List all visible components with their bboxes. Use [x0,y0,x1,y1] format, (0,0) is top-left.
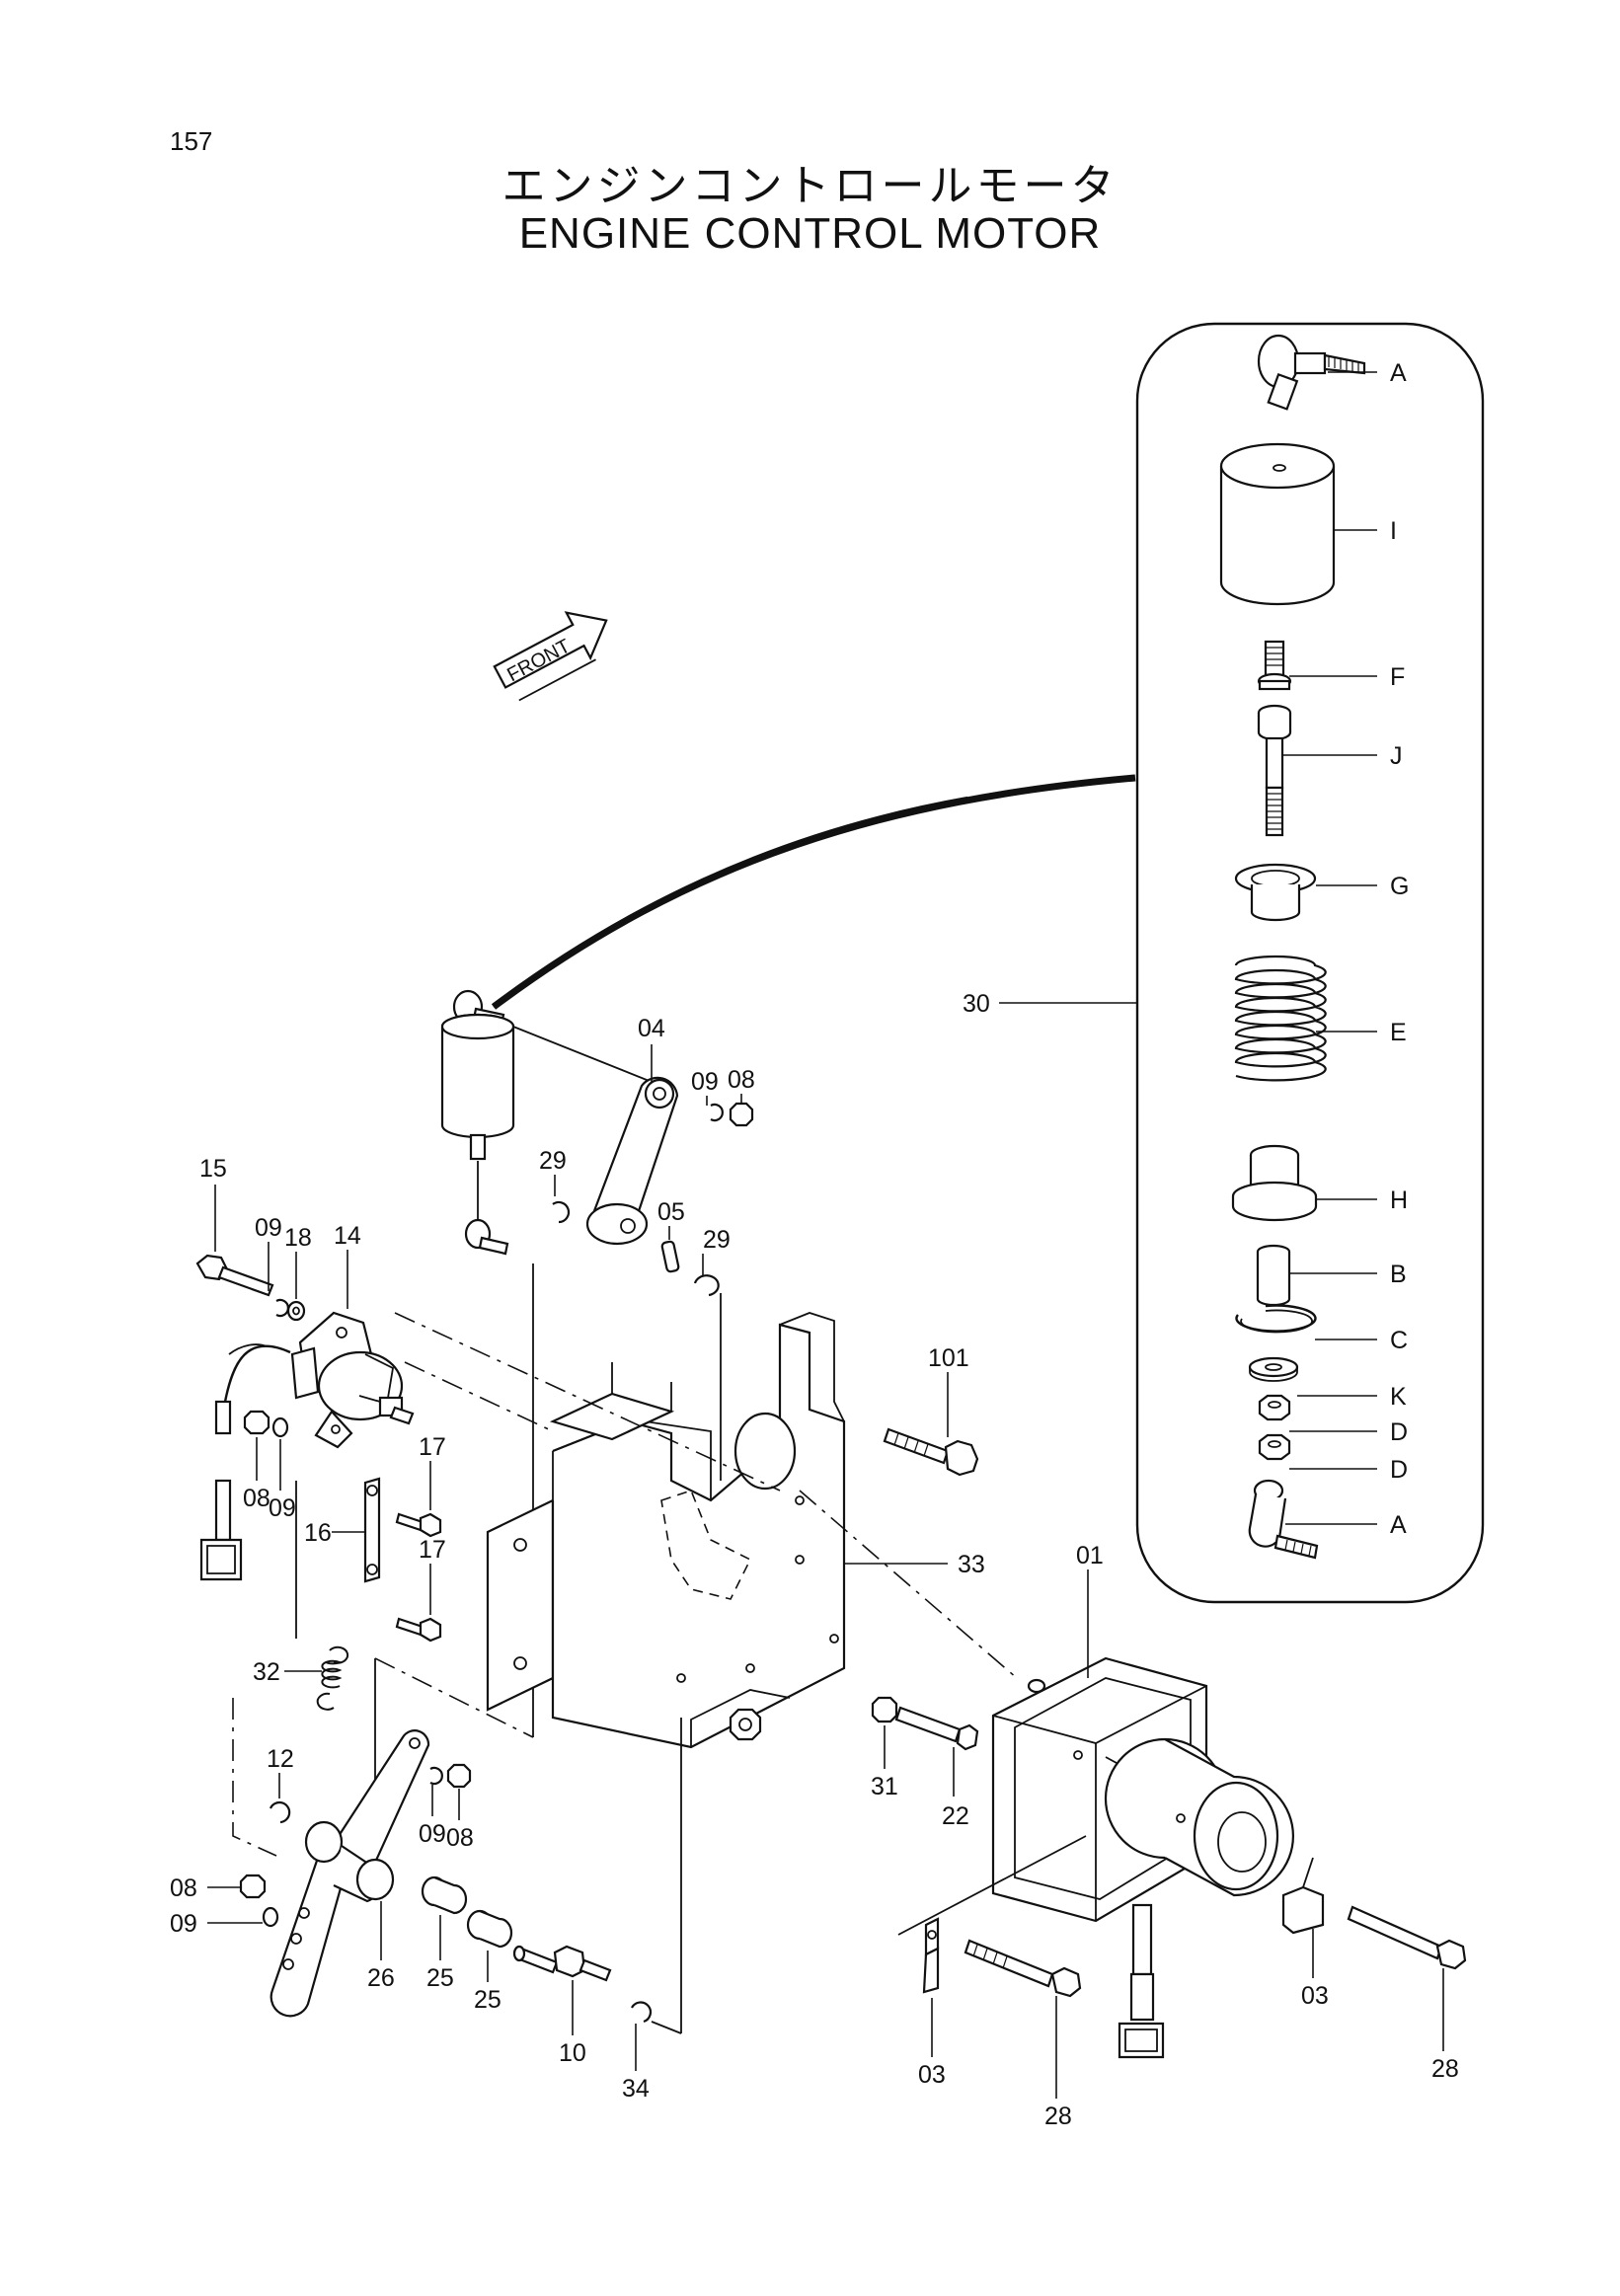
label-d-lower: D [1390,1456,1408,1484]
callout-29-right: 29 [703,1226,731,1254]
label-g: G [1390,873,1409,900]
label-h: H [1390,1186,1408,1214]
rod-pin-j [1257,704,1292,837]
sleeve-b [1256,1244,1291,1307]
callout-09-lower: 09 [269,1494,296,1522]
callout-25-b: 25 [474,1986,501,2014]
callout-28-right: 28 [1431,2055,1459,2083]
sensor-harness [199,1343,291,1581]
bolt-17-upper [395,1512,442,1538]
page-number: 157 [170,126,213,156]
bolt-22 [894,1706,979,1751]
callout-34: 34 [622,2075,650,2103]
label-j: J [1390,742,1403,770]
callout-09-lever: 09 [691,1068,719,1096]
sensor-14 [290,1311,415,1449]
main-bracket-33 [486,1312,846,1749]
callout-30: 30 [963,990,990,1018]
callout-08-lever: 08 [728,1066,755,1094]
callout-12: 12 [267,1745,294,1773]
callout-08-left: 08 [170,1875,197,1902]
callout-03-left: 03 [918,2061,946,2089]
kit-leaders [1283,371,1377,1525]
kit-enclosure [1135,322,1485,1604]
label-a-top: A [1390,359,1407,387]
spring-e [1234,955,1327,1082]
callout-16: 16 [304,1519,332,1547]
bolt-28-left [964,1939,1082,1998]
callout-15: 15 [199,1155,227,1183]
label-f: F [1390,663,1405,691]
lever-26 [270,1729,430,2018]
rod-end-top [1257,334,1366,411]
stud-10 [512,1945,612,1982]
washer-k [1248,1356,1299,1382]
callout-08-link: 08 [446,1824,474,1852]
callout-09-link: 09 [419,1820,446,1848]
bolt-28-right [1347,1905,1467,1970]
callout-32: 32 [253,1658,280,1686]
callout-05: 05 [657,1198,685,1226]
label-a-bottom: A [1390,1511,1407,1539]
callout-09-sensor: 09 [255,1214,282,1242]
callout-08-sensor: 08 [243,1485,270,1512]
front-direction-arrow: FRONT [493,611,608,702]
callout-10: 10 [559,2039,586,2067]
rod-end-bottom [1248,1479,1319,1560]
callout-03-right: 03 [1301,1982,1329,2010]
callout-22: 22 [942,1802,969,1830]
nut-d-lower [1258,1433,1291,1461]
control-cable [491,774,1136,1010]
callout-26: 26 [367,1964,395,1992]
bushing-25-a [421,1875,468,1915]
callout-17-upper: 17 [419,1433,446,1461]
label-d-upper: D [1390,1418,1408,1446]
bolt-f [1257,640,1292,691]
spring-32 [316,1645,349,1711]
callout-04: 04 [638,1015,665,1042]
callout-33: 33 [958,1551,985,1578]
callout-29-left: 29 [539,1147,567,1175]
bolt-15 [195,1254,274,1297]
bushing-25-b [466,1909,513,1949]
snap-ring-c [1235,1304,1317,1334]
control-motor-01 [991,1656,1295,2059]
callout-101: 101 [928,1344,969,1372]
callout-31: 31 [871,1773,898,1800]
label-c: C [1390,1327,1408,1354]
callout-01: 01 [1076,1542,1104,1569]
callout-25-a: 25 [426,1964,454,1992]
boot-cover [1219,442,1336,606]
flanged-bushing-h [1231,1144,1318,1222]
callout-14: 14 [334,1222,361,1250]
nut-d-upper [1258,1394,1291,1421]
title-japanese: エンジンコントロールモータ [501,161,1119,211]
bracket-03-left [922,1917,940,1994]
callout-28-left: 28 [1044,2103,1072,2130]
callout-09-left: 09 [170,1910,197,1938]
title-english: ENGINE CONTROL MOTOR [518,209,1102,258]
callout-17-lower: 17 [419,1536,446,1564]
bracket-03-right [1281,1857,1325,1935]
link-16 [363,1477,381,1583]
cable-rod-end-assembly [440,989,515,1256]
bolt-101 [883,1427,979,1477]
label-k: K [1390,1383,1407,1411]
bushing-g [1234,863,1317,922]
label-e: E [1390,1019,1407,1046]
label-i: I [1390,517,1397,545]
callout-18: 18 [284,1224,312,1252]
bolt-17-lower [395,1617,442,1643]
label-b: B [1390,1261,1407,1288]
